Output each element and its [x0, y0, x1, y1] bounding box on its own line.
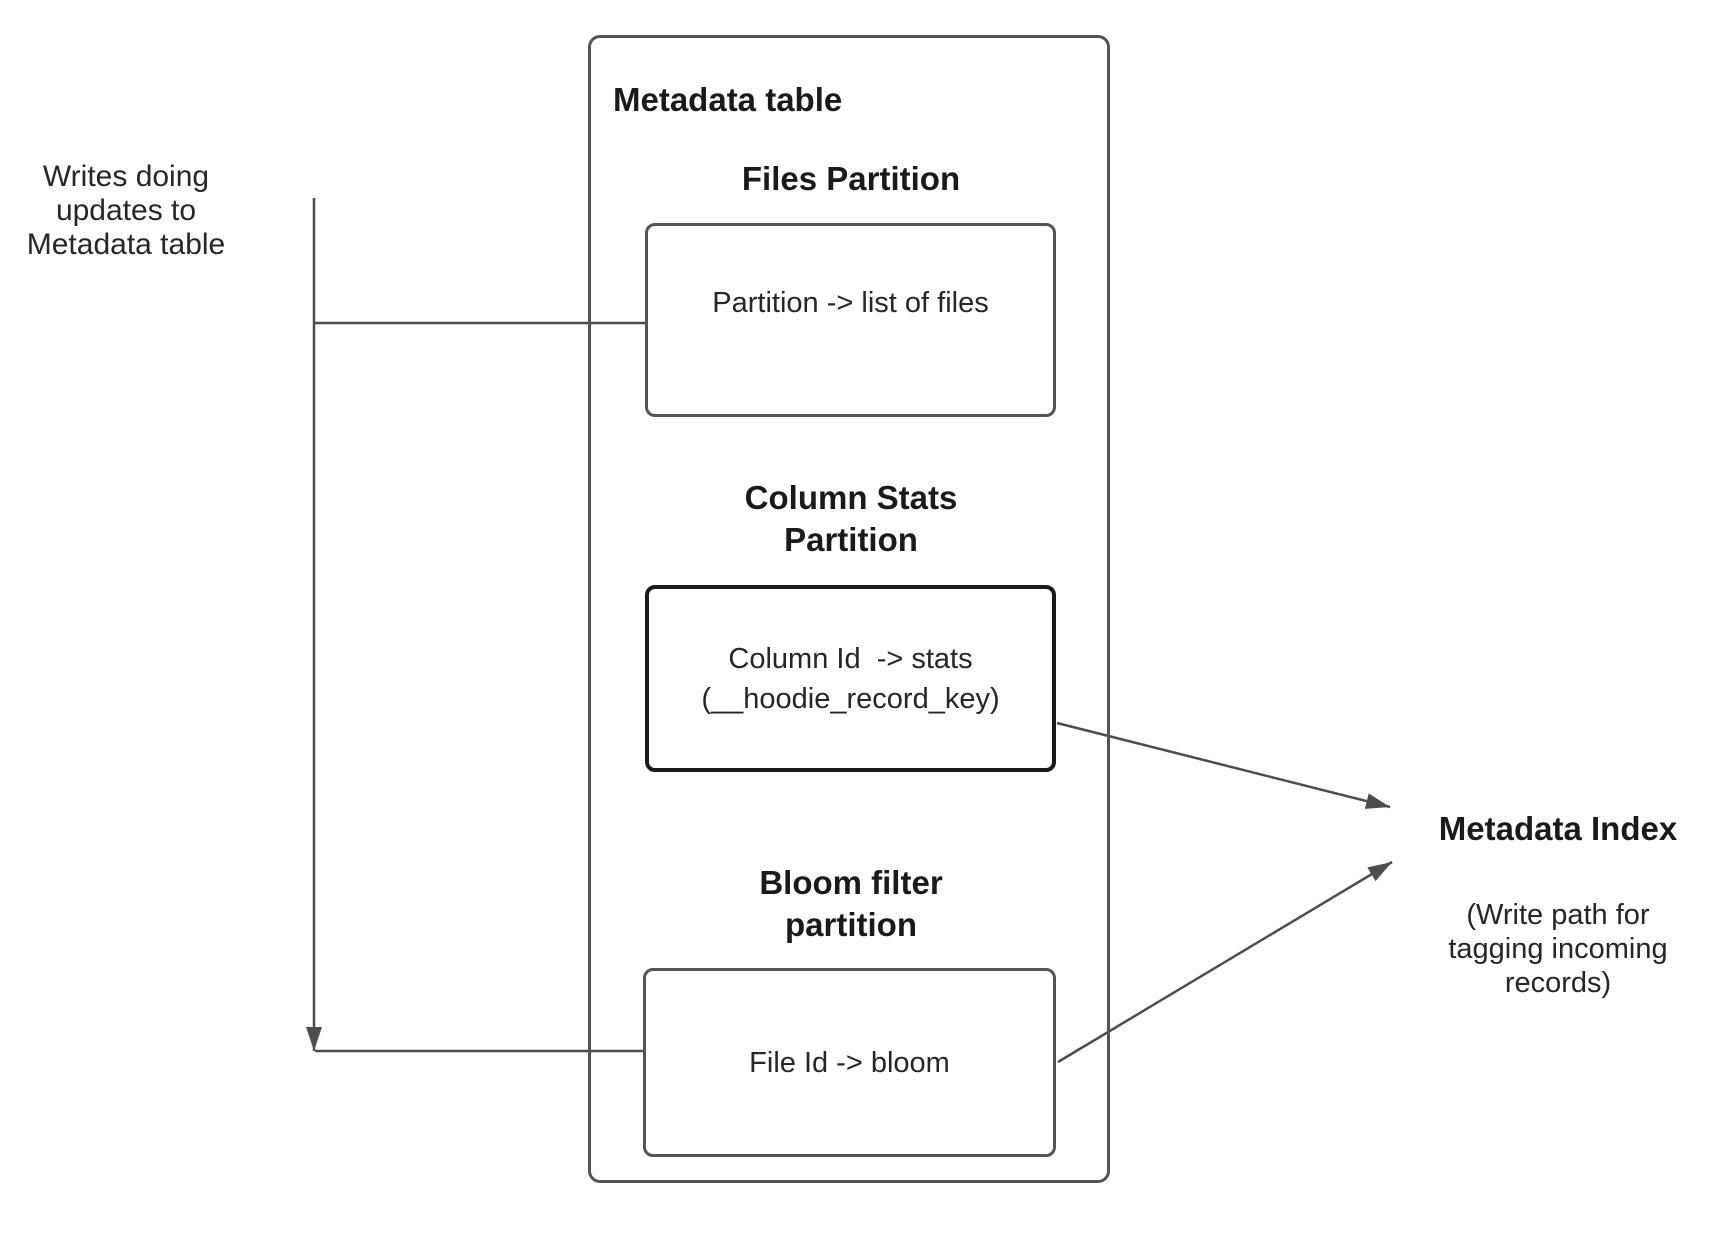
metadata-index-title: Metadata Index — [1438, 810, 1678, 847]
metadata-table-title: Metadata table — [613, 81, 843, 118]
metadata-index-subtitle: (Write path for tagging incoming records… — [1448, 899, 1668, 999]
bloom-filter-partition-box-text: File Id -> bloom — [749, 1046, 950, 1079]
bloom-filter-partition-box: File Id -> bloom — [643, 968, 1056, 1157]
files-partition-box-text: Partition -> list of files — [712, 287, 989, 319]
files-partition-box: Partition -> list of files — [645, 223, 1056, 417]
writes-note: Writes doing updates to Metadata table — [26, 160, 226, 261]
column-stats-partition-heading: Column Stats Partition — [744, 479, 958, 558]
column-stats-partition-box-text: Column Id -> stats (__hoodie_record_key) — [701, 642, 1000, 715]
column-stats-partition-box: Column Id -> stats (__hoodie_record_key) — [645, 585, 1056, 772]
bloom-filter-partition-heading: Bloom filter partition — [759, 864, 943, 943]
files-partition-heading: Files Partition — [741, 160, 961, 197]
metadata-table-container — [588, 35, 1110, 1183]
